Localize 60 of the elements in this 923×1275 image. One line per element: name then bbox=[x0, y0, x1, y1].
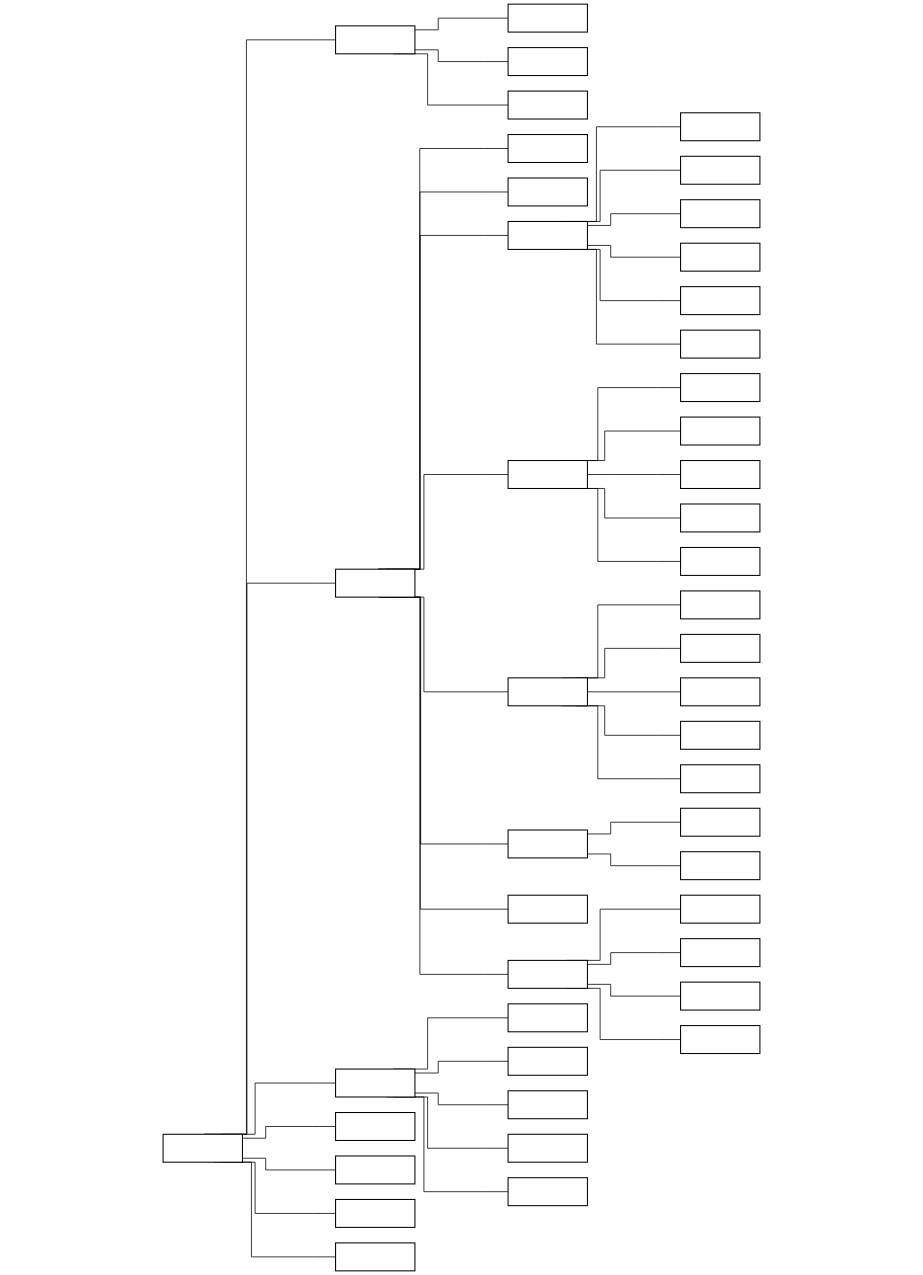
node-box bbox=[680, 329, 761, 359]
node-box bbox=[507, 460, 588, 489]
node-box bbox=[680, 894, 761, 924]
node-box bbox=[680, 546, 761, 576]
connector bbox=[587, 821, 681, 835]
node-box bbox=[680, 460, 761, 489]
connector bbox=[587, 691, 681, 693]
node-box bbox=[680, 590, 761, 620]
connector bbox=[587, 952, 681, 965]
node-box bbox=[680, 155, 761, 185]
node-box bbox=[507, 1177, 588, 1207]
node-box bbox=[335, 568, 416, 598]
node-box bbox=[335, 1198, 416, 1228]
node-box bbox=[680, 720, 761, 750]
node-box bbox=[335, 1112, 416, 1141]
node-box bbox=[507, 3, 588, 33]
connector bbox=[587, 213, 681, 226]
node-box bbox=[507, 1090, 588, 1120]
node-box bbox=[680, 199, 761, 229]
node-box bbox=[335, 25, 416, 55]
node-box bbox=[507, 677, 588, 707]
node-box bbox=[335, 1068, 416, 1098]
node-box bbox=[507, 177, 588, 207]
node-box bbox=[680, 938, 761, 968]
connector bbox=[587, 474, 681, 475]
node-box bbox=[680, 677, 761, 707]
node-box bbox=[507, 47, 588, 77]
node-box bbox=[507, 134, 588, 163]
node-box bbox=[507, 1046, 588, 1076]
node-box bbox=[507, 90, 588, 120]
node-box bbox=[335, 1242, 416, 1272]
node-box bbox=[680, 373, 761, 403]
node-box bbox=[507, 959, 588, 989]
node-box bbox=[507, 1003, 588, 1033]
node-box bbox=[680, 503, 761, 533]
node-box bbox=[680, 112, 761, 142]
node-box bbox=[680, 764, 761, 794]
connector bbox=[414, 17, 509, 31]
connector bbox=[414, 1060, 509, 1074]
node-box bbox=[507, 894, 588, 924]
connector bbox=[587, 245, 681, 258]
node-box bbox=[680, 981, 761, 1011]
node-box bbox=[680, 1025, 761, 1055]
node-box bbox=[680, 286, 761, 316]
node-box bbox=[680, 851, 761, 881]
node-box bbox=[680, 807, 761, 837]
connector bbox=[242, 1157, 336, 1171]
node-box bbox=[507, 220, 588, 250]
node-box bbox=[162, 1133, 243, 1163]
connector bbox=[414, 1092, 509, 1106]
node-box bbox=[507, 829, 588, 859]
connector bbox=[587, 853, 681, 867]
connector bbox=[242, 1126, 336, 1139]
connector bbox=[414, 49, 509, 62]
connector bbox=[587, 983, 681, 997]
node-box bbox=[507, 1133, 588, 1163]
node-box bbox=[335, 1155, 416, 1185]
node-box bbox=[680, 416, 761, 446]
node-box bbox=[680, 242, 761, 272]
node-box bbox=[680, 633, 761, 663]
